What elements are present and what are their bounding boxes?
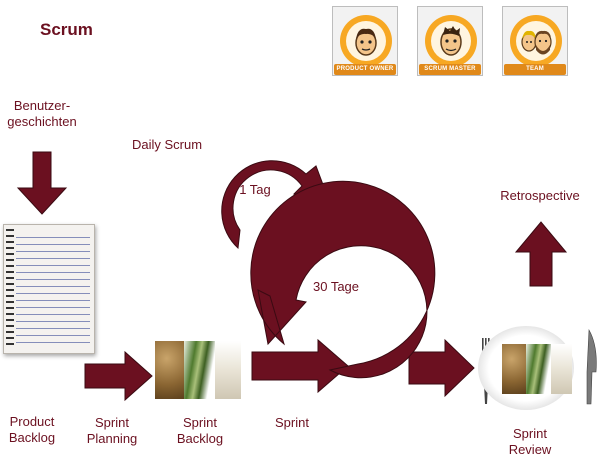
team-icon — [510, 15, 562, 67]
scrum-master-ribbon: SCRUM MASTER — [419, 64, 481, 75]
product-owner-icon — [340, 15, 392, 67]
sprint-cycle-arrow — [250, 180, 436, 379]
scrum-master-icon — [425, 15, 477, 67]
label-sprint-backlog: Sprint Backlog — [176, 415, 224, 446]
label-thirty-days: 30 Tage — [312, 279, 360, 294]
sprint-right-arrow — [251, 338, 349, 394]
knife-icon — [586, 328, 597, 405]
label-one-day: 1 Tag — [239, 182, 271, 197]
product-backlog-notebook-image — [3, 224, 95, 354]
page-title: Scrum — [40, 20, 93, 39]
label-sprint-planning: Sprint Planning — [86, 415, 138, 446]
daily-cycle-arrow — [221, 160, 329, 250]
user-stories-down-arrow — [16, 151, 68, 215]
role-card-scrum-master: SCRUM MASTER — [417, 6, 483, 76]
team-ribbon: TEAM — [504, 64, 566, 75]
role-card-team: TEAM — [502, 6, 568, 76]
sprint-backlog-vegetables-image — [155, 341, 241, 399]
retrospective-up-arrow — [514, 221, 568, 287]
label-sprint-review: Sprint Review — [508, 426, 552, 457]
label-retrospective: Retrospective — [500, 188, 580, 203]
label-sprint: Sprint — [275, 415, 309, 430]
label-user-stories: Benutzer- geschichten — [7, 98, 77, 129]
review-right-arrow — [408, 338, 475, 398]
role-card-product-owner: PRODUCT OWNER — [332, 6, 398, 76]
label-product-backlog: Product Backlog — [8, 414, 56, 445]
label-daily-scrum: Daily Scrum — [131, 137, 203, 152]
planning-right-arrow — [84, 350, 153, 402]
product-owner-ribbon: PRODUCT OWNER — [334, 64, 396, 75]
sprint-review-vegetables-image — [502, 344, 572, 394]
